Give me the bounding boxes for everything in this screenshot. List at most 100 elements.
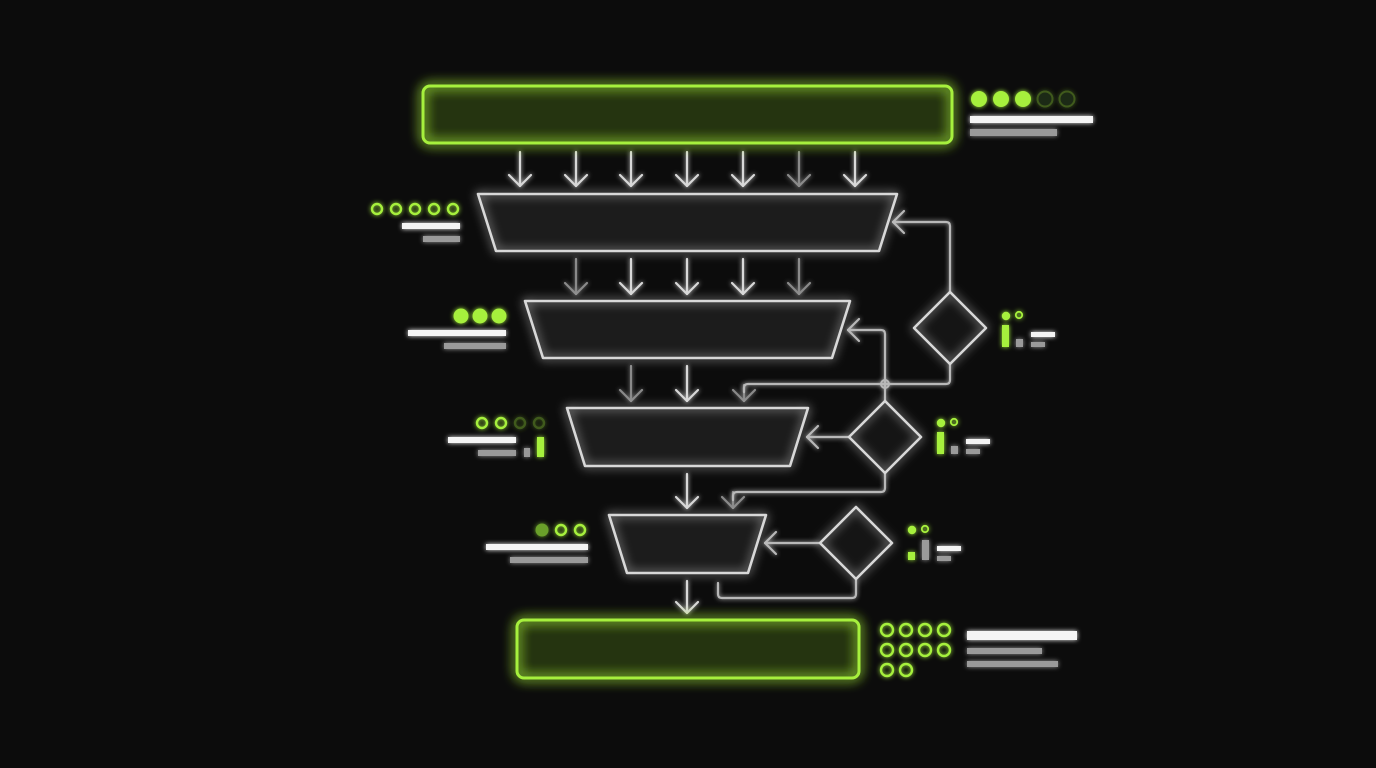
info-dot-ring bbox=[1014, 310, 1024, 320]
result-dot-ring bbox=[917, 642, 933, 658]
stage-fill bbox=[567, 408, 808, 466]
indicator-dot-ring bbox=[554, 523, 568, 537]
arrow-down-icon bbox=[674, 472, 700, 510]
feedback-line-5 bbox=[731, 471, 887, 502]
status-dot-dim bbox=[1036, 90, 1054, 108]
diamond-border bbox=[818, 505, 894, 581]
indicator-dot-ring-dim bbox=[532, 416, 546, 430]
indicator-dot-filled bbox=[472, 308, 488, 324]
feedback-connectors bbox=[716, 209, 952, 600]
arrow-head bbox=[674, 495, 700, 510]
indicator-bar-primary bbox=[408, 330, 506, 336]
arrow-head bbox=[618, 173, 644, 188]
indicator-dot-ring bbox=[446, 202, 460, 216]
feedback-line-2 bbox=[742, 362, 952, 394]
feedback-line-7 bbox=[716, 577, 858, 600]
indicator-bar-secondary bbox=[423, 236, 460, 242]
stage-indicator-3 bbox=[448, 416, 546, 457]
status-dot-dim bbox=[1058, 90, 1076, 108]
arrow-left-head bbox=[846, 317, 861, 343]
indicator-dot-ring bbox=[475, 416, 489, 430]
indicator-dot-ring bbox=[573, 523, 587, 537]
result-dot-ring bbox=[879, 642, 895, 658]
status-dot-filled bbox=[971, 91, 987, 107]
arrow-head bbox=[674, 173, 700, 188]
stage-fill bbox=[478, 194, 897, 251]
output-box-border bbox=[515, 618, 861, 680]
stage-border bbox=[476, 192, 899, 253]
diamond-fill bbox=[820, 507, 892, 579]
arrow-head bbox=[730, 173, 756, 188]
indicator-dot-ring-dim bbox=[513, 416, 527, 430]
info-bar-primary bbox=[937, 546, 961, 551]
info-dot-filled bbox=[1001, 311, 1011, 321]
result-dot-ring bbox=[898, 622, 914, 638]
arrow-head bbox=[720, 495, 746, 510]
info-bar-secondary bbox=[1031, 342, 1045, 347]
arrow-down-icon bbox=[674, 364, 700, 403]
info-bar-secondary bbox=[966, 449, 980, 454]
arrow-down-icon bbox=[674, 150, 700, 188]
diamond-border bbox=[912, 290, 988, 366]
arrow-down-icon bbox=[618, 257, 644, 296]
info-dot-ring bbox=[920, 524, 930, 534]
arrow-head bbox=[507, 173, 533, 188]
output-box-fill bbox=[517, 620, 859, 678]
info-bar-primary bbox=[966, 439, 990, 444]
decision-diamond-3 bbox=[818, 505, 894, 581]
indicator-dot-ring bbox=[408, 202, 422, 216]
info-level-bar-grey bbox=[922, 540, 929, 560]
output-bar-tertiary bbox=[967, 661, 1058, 667]
arrow-head bbox=[674, 388, 700, 403]
result-dot-ring bbox=[936, 642, 952, 658]
info-stem-icon bbox=[937, 432, 944, 454]
funnel-stage-1 bbox=[476, 192, 899, 253]
level-bar-grey bbox=[524, 448, 530, 457]
arrow-down-icon bbox=[618, 150, 644, 188]
arrow-head bbox=[786, 281, 812, 296]
decision-diamond-1 bbox=[912, 290, 988, 366]
input-box-border bbox=[421, 84, 954, 145]
indicator-dot-filled bbox=[453, 308, 469, 324]
indicator-dot-ring bbox=[494, 416, 508, 430]
input-summary-bars bbox=[970, 116, 1093, 136]
input-status-dots bbox=[971, 90, 1076, 108]
info-dot-ring bbox=[949, 417, 959, 427]
arrow-down-icon bbox=[618, 364, 644, 403]
result-dot-ring bbox=[917, 622, 933, 638]
input-box-fill bbox=[423, 86, 952, 143]
connector-layer bbox=[507, 150, 952, 615]
indicator-dot-ring bbox=[370, 202, 384, 216]
level-bar-accent bbox=[537, 437, 544, 457]
arrow-down-icon bbox=[786, 257, 812, 296]
decision-diamond-2 bbox=[847, 399, 923, 475]
indicator-bar-primary bbox=[448, 437, 516, 443]
arrow-head bbox=[618, 281, 644, 296]
info-bar-primary bbox=[1031, 332, 1055, 337]
info-level-bar bbox=[1016, 339, 1023, 347]
arrow-head bbox=[786, 173, 812, 188]
feedback-line-3 bbox=[846, 328, 887, 403]
indicator-dot-filled bbox=[491, 308, 507, 324]
indicator-bar-primary bbox=[486, 544, 588, 550]
arrow-head bbox=[730, 281, 756, 296]
status-dot-filled bbox=[1015, 91, 1031, 107]
indicator-bar-primary bbox=[402, 223, 460, 229]
info-level-bar-accent bbox=[908, 552, 915, 560]
stage-fill bbox=[609, 515, 766, 573]
output-summary-bars bbox=[967, 631, 1077, 667]
arrow-head bbox=[563, 173, 589, 188]
stage-border bbox=[565, 406, 810, 468]
diamond-border bbox=[847, 399, 923, 475]
result-dot-ring bbox=[879, 662, 895, 678]
indicator-layer bbox=[370, 90, 1093, 678]
input-box bbox=[421, 84, 954, 145]
decision-info-3 bbox=[907, 524, 961, 561]
stage-border bbox=[523, 299, 852, 360]
arrow-head bbox=[563, 281, 589, 296]
funnel-stage-3 bbox=[565, 406, 810, 468]
stage-fill bbox=[525, 301, 850, 358]
funnel-stage-4 bbox=[607, 513, 768, 575]
